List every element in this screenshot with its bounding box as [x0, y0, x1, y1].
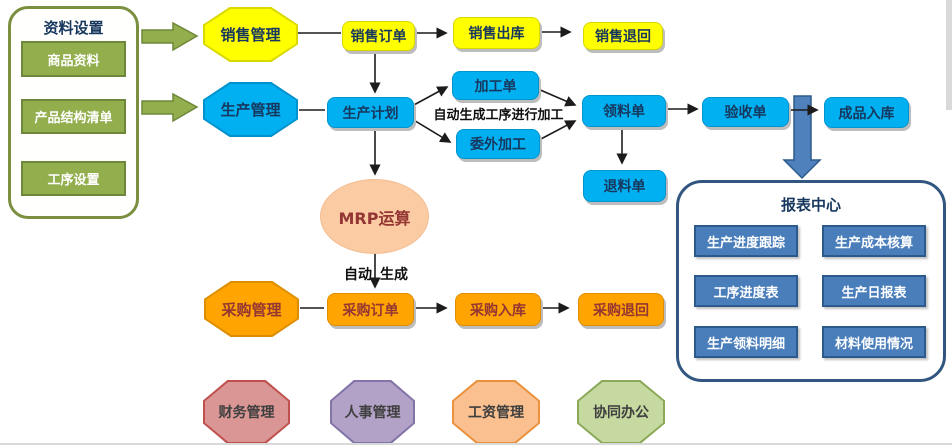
node-sales-order: 销售订单	[342, 21, 415, 51]
node-outsourcing: 委外加工	[456, 129, 540, 159]
node-material-requisition: 领料单	[582, 95, 666, 127]
node-finished-goods-in: 成品入库	[824, 97, 909, 128]
report-item-process-progress-table: 工序进度表	[694, 275, 798, 307]
node-production-plan: 生产计划	[327, 97, 414, 128]
basic-data-panel: 资料设置 商品资料 产品结构清单 工序设置	[8, 6, 139, 219]
node-sales-return: 销售退回	[583, 22, 663, 50]
node-purchase-order: 采购订单	[327, 293, 414, 326]
module-purchase-management: 采购管理	[204, 281, 299, 337]
report-item-production-daily-report: 生产日报表	[822, 275, 926, 307]
module-sales-management: 销售管理	[203, 7, 298, 62]
node-mrp-calculation: MRP运算	[320, 179, 429, 254]
report-center-panel: 报表中心 生产进度跟踪 生产成本核算 工序进度表 生产日报表 生产领料明细 材料…	[676, 180, 946, 382]
panel-item-goods-data: 商品资料	[21, 41, 126, 77]
note-auto: 自动	[344, 267, 372, 283]
node-sales-outbound: 销售出库	[453, 17, 540, 49]
module-finance-management: 财务管理	[203, 380, 290, 444]
module-production-management: 生产管理	[203, 82, 298, 137]
note-auto-generate-process: 自动生成工序进行加工	[433, 108, 564, 123]
note-generate: 生成	[380, 267, 408, 283]
module-label: 财务管理	[205, 382, 288, 442]
module-label: 协同办公	[579, 382, 663, 442]
edge-artifact-right	[946, 0, 952, 110]
panel-item-bom-list: 产品结构清单	[21, 99, 126, 134]
module-label: 工资管理	[454, 382, 538, 442]
module-label: 生产管理	[205, 84, 296, 135]
node-material-return: 退料单	[583, 170, 666, 202]
node-inspection: 验收单	[702, 97, 789, 127]
module-label: 销售管理	[205, 9, 296, 60]
report-item-material-usage: 材料使用情况	[822, 326, 926, 358]
node-purchase-return: 采购退回	[578, 293, 664, 326]
module-label: 人事管理	[332, 382, 413, 442]
module-hr-management: 人事管理	[330, 380, 415, 444]
report-item-production-cost-accounting: 生产成本核算	[822, 225, 926, 257]
blue-down-arrow	[782, 95, 822, 180]
green-block-arrow-bottom	[141, 92, 199, 123]
green-block-arrow-top	[141, 21, 199, 52]
node-process-order: 加工单	[452, 71, 539, 100]
report-item-production-material-detail: 生产领料明细	[694, 326, 798, 358]
node-purchase-inbound: 采购入库	[455, 293, 541, 326]
basic-data-panel-title: 资料设置	[43, 19, 104, 37]
module-label: 采购管理	[206, 283, 297, 335]
edge-artifact-bottom	[0, 443, 952, 445]
module-collaborative-office: 协同办公	[577, 380, 665, 444]
report-item-production-progress-tracking: 生产进度跟踪	[694, 225, 798, 257]
module-payroll-management: 工资管理	[452, 380, 540, 444]
panel-item-process-setup: 工序设置	[21, 161, 126, 196]
report-center-title: 报表中心	[780, 196, 841, 214]
